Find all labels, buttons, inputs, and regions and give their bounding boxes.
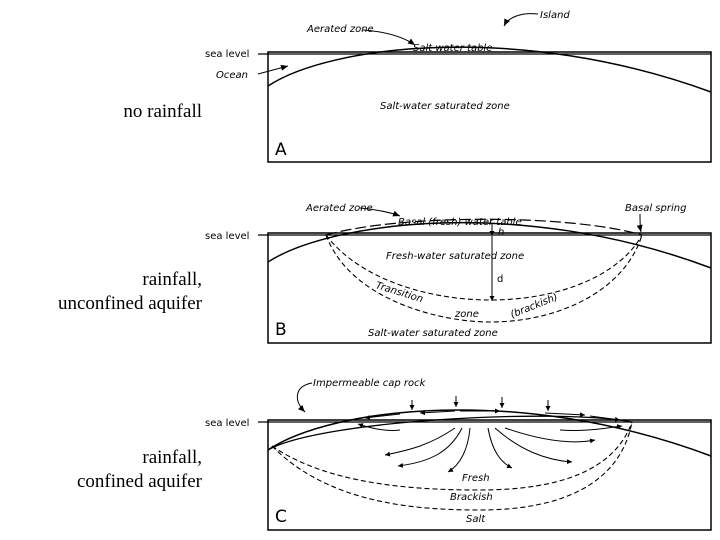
fresh-water-zone-label: Fresh-water saturated zone	[386, 251, 524, 262]
flow-arrow	[419, 410, 456, 416]
label-rainfall-unconfined: rainfall, unconfined aquifer	[57, 269, 202, 314]
panel-c: C Impermeable cap rock sea level Fresh B…	[205, 378, 712, 531]
panel-letter: B	[275, 320, 287, 340]
flow-arrow	[384, 427, 456, 457]
panel-a-frame	[267, 51, 712, 163]
sea-level-label: sea level	[205, 231, 249, 242]
basal-spring-arrow	[636, 213, 643, 233]
salt-label: Salt	[466, 514, 486, 525]
panel-c-frame	[267, 419, 712, 531]
flow-arrow	[559, 424, 623, 431]
island-surface	[267, 221, 712, 269]
aerated-zone-label: Aerated zone	[305, 203, 373, 214]
sea-level-label: sea level	[205, 49, 249, 60]
salt-water-table-label: Salt water table	[413, 43, 492, 54]
cap-rock-arrow	[296, 382, 313, 413]
cap-rock-base	[267, 415, 633, 451]
basal-spring-label: Basal spring	[625, 203, 686, 214]
flow-arrow	[364, 413, 401, 420]
island-arrow	[503, 13, 539, 27]
flow-arrow	[357, 423, 401, 431]
h-label: h	[498, 227, 504, 238]
transition-label: Transition	[374, 280, 424, 305]
brackish-zone-boundary	[271, 421, 633, 511]
flow-arrow	[487, 427, 513, 469]
aerated-zone-label: Aerated zone	[306, 24, 374, 35]
aerated-zone-arrow	[362, 29, 416, 46]
panel-letter: A	[275, 140, 287, 160]
d-label: d	[497, 274, 503, 285]
flow-arrow	[447, 427, 471, 473]
basal-water-table-line	[325, 218, 643, 236]
panel-b-frame	[267, 232, 712, 344]
flow-arrow	[494, 427, 573, 465]
brackish-label: Brackish	[450, 492, 493, 503]
panel-a: A Aerated zone Island Salt water table s…	[205, 10, 712, 163]
aerated-zone-arrow	[359, 207, 401, 217]
flow-arrow	[544, 412, 586, 418]
sea-level-label: sea level	[205, 418, 249, 429]
panel-letter: C	[275, 507, 287, 527]
zone-label: zone	[454, 309, 479, 320]
label-rainfall-confined: rainfall, confined aquifer	[76, 447, 202, 492]
island-surface	[267, 409, 712, 457]
ocean-arrow	[257, 64, 289, 75]
label-no-rainfall: no rainfall	[123, 101, 202, 122]
basal-water-table-label: Basal (fresh) water table	[398, 217, 522, 228]
island-surface	[267, 46, 712, 93]
flow-arrow	[397, 427, 463, 468]
flow-arrow	[504, 427, 596, 444]
saturated-zone-label: Salt-water saturated zone	[380, 101, 510, 112]
island-label: Island	[540, 10, 570, 21]
ocean-label: Ocean	[216, 70, 248, 81]
fresh-water-lens-boundary	[271, 421, 633, 491]
cap-rock-label: Impermeable cap rock	[313, 378, 427, 389]
flow-arrow	[589, 415, 621, 422]
transition-zone-boundary	[325, 234, 643, 323]
fresh-label: Fresh	[462, 473, 490, 484]
salt-water-zone-label: Salt-water saturated zone	[368, 328, 498, 339]
panel-b: h d B Aerated zone Basal (fresh) water t…	[205, 203, 712, 344]
